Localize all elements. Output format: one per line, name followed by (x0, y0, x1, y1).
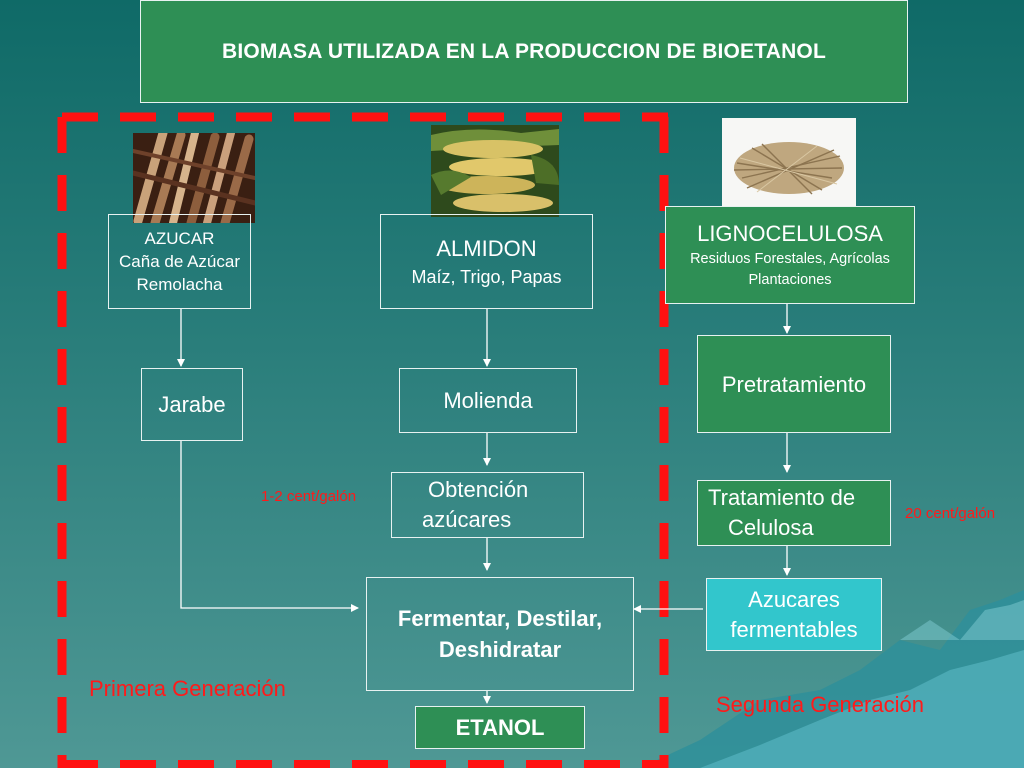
corn-image (431, 125, 559, 217)
lignocelulosa-line-2: Plantaciones (748, 272, 832, 288)
fermentar-line-1: Fermentar, Destilar, (397, 606, 603, 631)
tratamiento-line-1: Tratamiento de (708, 485, 856, 510)
straw-image (722, 118, 856, 210)
sugarcane-photo (133, 133, 255, 223)
cost-first-generation: 1-2 cent/galón (261, 488, 357, 505)
etanol-label: ETANOL (455, 714, 545, 740)
sugarcane-image (133, 133, 255, 223)
azucares-line-1: Azucares (748, 586, 840, 612)
page-title-text: BIOMASA UTILIZADA EN LA PRODUCCION DE BI… (222, 39, 826, 63)
tratamiento-box: Tratamiento de Celulosa (697, 480, 891, 546)
jarabe-label: Jarabe (158, 391, 226, 417)
obtencion-line-2: azúcares (422, 507, 512, 532)
lignocelulosa-box: LIGNOCELULOSA Residuos Forestales, Agríc… (665, 206, 915, 304)
first-generation-label: Primera Generación (89, 676, 286, 701)
lignocelulosa-title: LIGNOCELULOSA (697, 221, 883, 246)
lignocelulosa-line-1: Residuos Forestales, Agrícolas (690, 251, 890, 267)
fermentar-box: Fermentar, Destilar, Deshidratar (366, 577, 634, 691)
corn-photo (431, 125, 559, 217)
tratamiento-line-2: Celulosa (728, 515, 814, 540)
azucar-line-2: Remolacha (136, 275, 223, 294)
azucar-title: AZUCAR (144, 229, 215, 248)
fermentar-line-2: Deshidratar (438, 637, 562, 662)
molienda-box: Molienda (399, 368, 577, 433)
page-title: BIOMASA UTILIZADA EN LA PRODUCCION DE BI… (140, 0, 908, 103)
obtencion-line-1: Obtención (428, 477, 529, 502)
second-generation-label: Segunda Generación (716, 692, 924, 717)
jarabe-box: Jarabe (141, 368, 243, 441)
almidon-line-1: Maíz, Trigo, Papas (411, 266, 562, 287)
pretratamiento-box: Pretratamiento (697, 335, 891, 433)
azucar-box: AZUCAR Caña de Azúcar Remolacha (108, 214, 251, 309)
straw-photo (722, 118, 856, 210)
almidon-box: ALMIDON Maíz, Trigo, Papas (380, 214, 593, 309)
pretratamiento-label: Pretratamiento (721, 372, 867, 397)
arrow-jarabe-fermentar (180, 441, 359, 612)
etanol-box: ETANOL (415, 706, 585, 749)
azucares-line-2: fermentables (730, 616, 858, 642)
cost-second-generation: 20 cent/galón (905, 505, 996, 522)
obtencion-box: Obtención azúcares (391, 472, 584, 538)
azucares-fermentables-box: Azucares fermentables (706, 578, 882, 651)
azucar-line-1: Caña de Azúcar (119, 252, 240, 271)
molienda-label: Molienda (443, 387, 533, 413)
almidon-title: ALMIDON (436, 235, 537, 261)
